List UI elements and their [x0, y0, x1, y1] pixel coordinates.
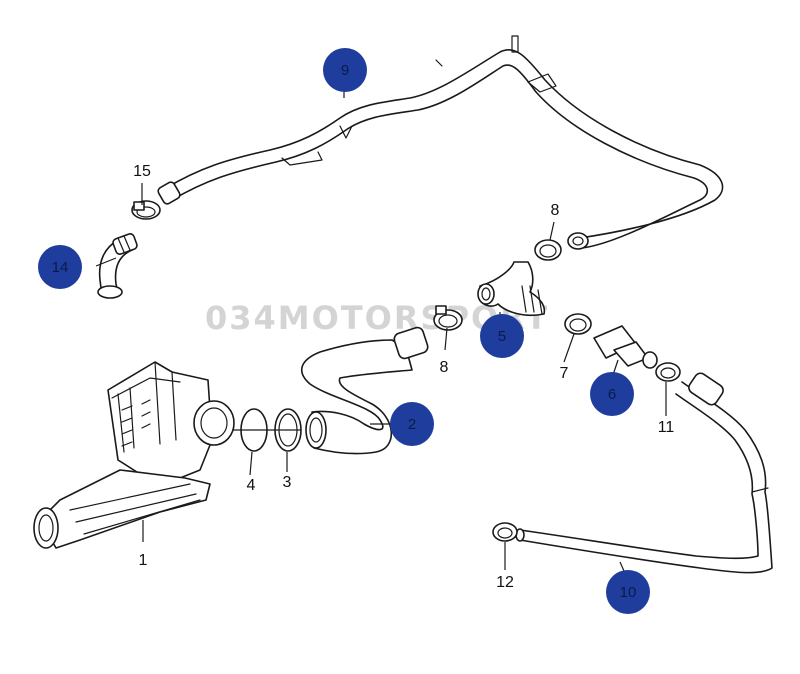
badge-9: 9 [323, 48, 367, 92]
callout-4: 4 [247, 477, 256, 494]
callout-6: 6 [608, 386, 616, 403]
badge-6: 6 [590, 372, 634, 416]
callout-10: 10 [620, 584, 637, 601]
callout-1: 1 [139, 552, 148, 569]
badge-circle [390, 402, 434, 446]
clamp-8-lower [433, 305, 463, 331]
callout-3: 3 [283, 474, 292, 491]
hose-2 [300, 326, 429, 455]
hose-10 [515, 372, 773, 574]
clamp-7 [564, 313, 592, 335]
clamp-8-upper [534, 239, 562, 261]
callout-9: 9 [341, 62, 349, 79]
badge-2: 2 [390, 402, 434, 446]
badge-5: 5 [480, 314, 524, 358]
callout-7: 7 [560, 365, 569, 382]
callout-15: 15 [133, 163, 151, 180]
callout-8-upper: 8 [551, 202, 560, 219]
badge-circle [323, 48, 367, 92]
badge-14: 14 [38, 245, 82, 289]
hose-9 [157, 35, 724, 250]
badge-10: 10 [606, 570, 650, 614]
badge-circle [480, 314, 524, 358]
callout-8-lower: 8 [440, 359, 449, 376]
clamp-11 [655, 362, 681, 382]
callout-14: 14 [52, 259, 69, 276]
elbow-14 [97, 233, 138, 299]
badge-circle [38, 245, 82, 289]
callout-12: 12 [496, 574, 514, 591]
t-connector-5 [477, 261, 546, 317]
air-filter-housing-1 [33, 361, 235, 549]
valve-6 [593, 325, 658, 369]
badge-circle [606, 570, 650, 614]
clamp-12 [492, 522, 518, 542]
callout-5: 5 [498, 328, 506, 345]
badge-circle [590, 372, 634, 416]
clamp-15 [131, 200, 161, 220]
callout-2: 2 [408, 416, 416, 433]
callout-11: 11 [658, 419, 675, 436]
